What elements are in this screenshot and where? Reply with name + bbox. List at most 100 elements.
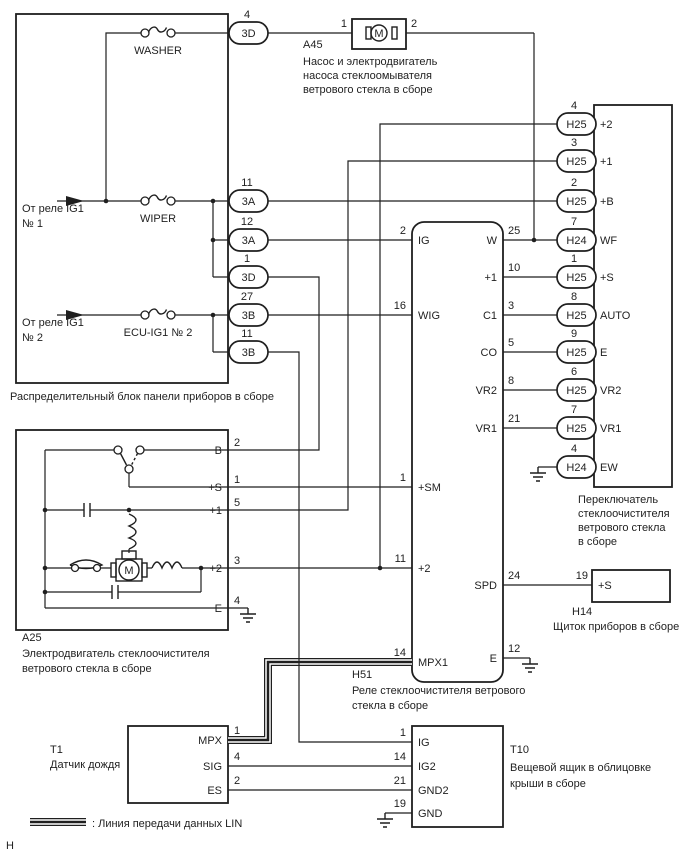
switch-arm-dashed (130, 453, 139, 466)
switch-terminal-label: +B (600, 196, 614, 208)
ground-icon-relay-e (522, 658, 538, 673)
connector-pin: 7 (571, 404, 577, 416)
source-label: От реле IG1 (22, 203, 84, 215)
pin-number: 3 (508, 300, 514, 312)
fuse-washer-icon (140, 26, 176, 38)
junction-block-name: Распределительный блок панели приборов в… (10, 391, 274, 403)
source-label: От реле IG1 (22, 317, 84, 329)
pin-number: 5 (508, 337, 514, 349)
fuse-end (166, 196, 176, 206)
component-code: T1 (50, 744, 63, 756)
connector-pin: 12 (241, 216, 253, 228)
component-name: крыши в сборе (510, 778, 586, 790)
washer-pump-box (351, 18, 407, 50)
pin-number: 21 (508, 413, 520, 425)
connector-3a-12 (228, 228, 269, 252)
connector-3b-27 (228, 303, 269, 327)
wiper-motor-box (15, 429, 229, 631)
connector-pin: 3 (571, 137, 577, 149)
junction-block-box (15, 13, 229, 384)
sensor-terminal-label: MPX (198, 735, 223, 747)
connector-code: H25 (566, 272, 586, 284)
wiper-switch-texts: Переключатель стеклоочистителя ветрового… (578, 494, 670, 548)
pin-number: 2 (411, 18, 417, 30)
relay-terminal-label: VR2 (476, 385, 497, 397)
capacitor-icons (83, 503, 119, 599)
lin-data-wire (228, 658, 412, 744)
connector-h25-9 (556, 340, 597, 364)
connector-h25-1 (556, 265, 597, 289)
component-code: H14 (572, 606, 592, 618)
connector-code: 3D (241, 272, 255, 284)
wiper-motor-icon: M (110, 550, 148, 582)
motor-terminal-label: E (215, 603, 222, 615)
motor-letter: M (124, 565, 133, 577)
junction-dots (42, 198, 537, 595)
motor-terminal-label: +2 (209, 563, 222, 575)
connector-3a-11 (228, 189, 269, 213)
motor-terminal-label: B (215, 445, 222, 457)
wiper-motor-internal-wires (44, 449, 228, 609)
switch-terminal-label: EW (600, 462, 618, 474)
brush-contact-right (92, 563, 102, 573)
switch-terminal-label: VR1 (600, 423, 621, 435)
connector-code: H24 (566, 462, 586, 474)
pin-number: 2 (400, 225, 406, 237)
component-name: в сборе (578, 536, 617, 548)
lin-wire-core (228, 660, 412, 742)
pin-number: 21 (394, 775, 406, 787)
motor-terminal-label: +S (208, 482, 222, 494)
component-name: Насос и электродвигатель (303, 56, 438, 68)
connector-code: H25 (566, 310, 586, 322)
pin-number: 14 (394, 751, 406, 763)
wiper-switch-connectors: H25 4 +2 H25 3 +1 H25 2 +B H24 7 WF H25 … (556, 100, 631, 479)
component-name: Реле стеклоочистителя ветрового (352, 685, 525, 697)
relay-terminal-label: WIG (418, 310, 440, 322)
switch-contact-common (124, 464, 134, 474)
instrument-cluster-texts: 19 +S H14 Щиток приборов в сборе (553, 570, 679, 633)
fuse-end (140, 28, 150, 38)
component-name: ветрового стекла в сборе (22, 663, 152, 675)
connector-code: H25 (566, 156, 586, 168)
connector-3d-1 (228, 265, 269, 289)
pin-number: 1 (234, 474, 240, 486)
pin-number: 1 (400, 727, 406, 739)
connector-pin: 6 (571, 366, 577, 378)
wiper-switch-box (593, 104, 673, 488)
switch-terminal-label: VR2 (600, 385, 621, 397)
ground-icon-motor-e (240, 608, 256, 623)
junction-block-texts: От реле IG1 № 1 От реле IG1 № 2 WASHER W… (10, 45, 274, 403)
switch-terminal-label: +1 (600, 156, 613, 168)
pin-number: 16 (394, 300, 406, 312)
fuse-wave (147, 26, 168, 33)
component-name: стеклоочистителя (578, 508, 670, 520)
fuse-ecu-ig1-icon (140, 308, 176, 320)
fuse-end (166, 310, 176, 320)
switch-contact-right (135, 445, 145, 455)
connector-h24-7 (556, 228, 597, 252)
switch-contact-left (113, 445, 123, 455)
arrow-right-icon (66, 310, 84, 320)
wiper-relay-box (411, 221, 504, 683)
source-label: № 1 (22, 218, 43, 230)
relay-terminal-label: SPD (474, 580, 497, 592)
ground-icon-ew (530, 467, 546, 482)
component-code: A45 (303, 39, 323, 51)
console-terminal-label: GND (418, 808, 443, 820)
connector-code: 3B (242, 347, 255, 359)
connector-pin: 11 (241, 177, 252, 189)
connector-code: H25 (566, 119, 586, 131)
cam-brush-icon (69, 559, 104, 573)
pin-number: 1 (341, 18, 347, 30)
component-name: насоса стеклоомывателя (303, 70, 432, 82)
coil-vertical-icon (127, 513, 137, 550)
pin-number: 3 (234, 555, 240, 567)
pin-number: 14 (394, 647, 406, 659)
pin-number: 11 (395, 553, 406, 565)
connector-h25-6 (556, 378, 597, 402)
component-name: Вещевой ящик в облицовке (510, 762, 651, 774)
relay-terminal-label: E (490, 653, 497, 665)
fuse-wave (147, 194, 168, 201)
pin-number: 19 (576, 570, 588, 582)
